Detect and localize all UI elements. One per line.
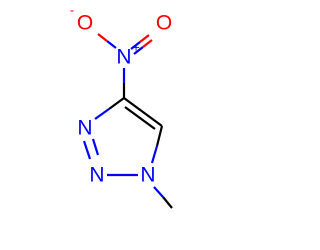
bond-c4-to-n3-c-half <box>108 97 125 110</box>
bond-c5-to-n1-c-half <box>155 125 164 147</box>
bond-nitro-n-to-o-minus-o-half <box>97 33 108 42</box>
bond-nitro-n-to-o-double-b-o-half <box>142 39 153 48</box>
bond-n3-n2-outer <box>82 140 92 160</box>
charge-minus: - <box>70 3 74 18</box>
atom-n1: N <box>140 164 155 187</box>
atom-o-minus: O <box>77 12 93 35</box>
atom-n3: N <box>77 117 92 140</box>
bond-c4-to-n3-n-half <box>94 108 110 120</box>
bond-nitro-n-to-o-double-a-o-half <box>139 34 150 43</box>
atom-o-double: O <box>156 12 172 35</box>
bond-c5-to-n1-n-half <box>150 145 159 164</box>
charge-plus: + <box>132 40 140 55</box>
bond-nitro-n-to-o-minus-n-half <box>106 40 117 49</box>
bond-n3-n2-inner <box>91 138 100 156</box>
bond-n1-to-methyl-c-half <box>162 196 173 209</box>
molecule-structure-diagram: O - N + O N N N <box>70 3 173 209</box>
atom-n2: N <box>89 164 104 187</box>
bond-c4-c5-inner <box>124 106 156 130</box>
bond-nitro-n-to-o-double-b-n-half <box>133 46 144 55</box>
bond-nitro-n-to-o-double-a-n-half <box>130 41 141 50</box>
atom-nitro-n: N <box>116 46 131 69</box>
bond-c4-c5-outer <box>123 97 163 127</box>
bond-n1-to-methyl-n-half <box>153 186 164 198</box>
